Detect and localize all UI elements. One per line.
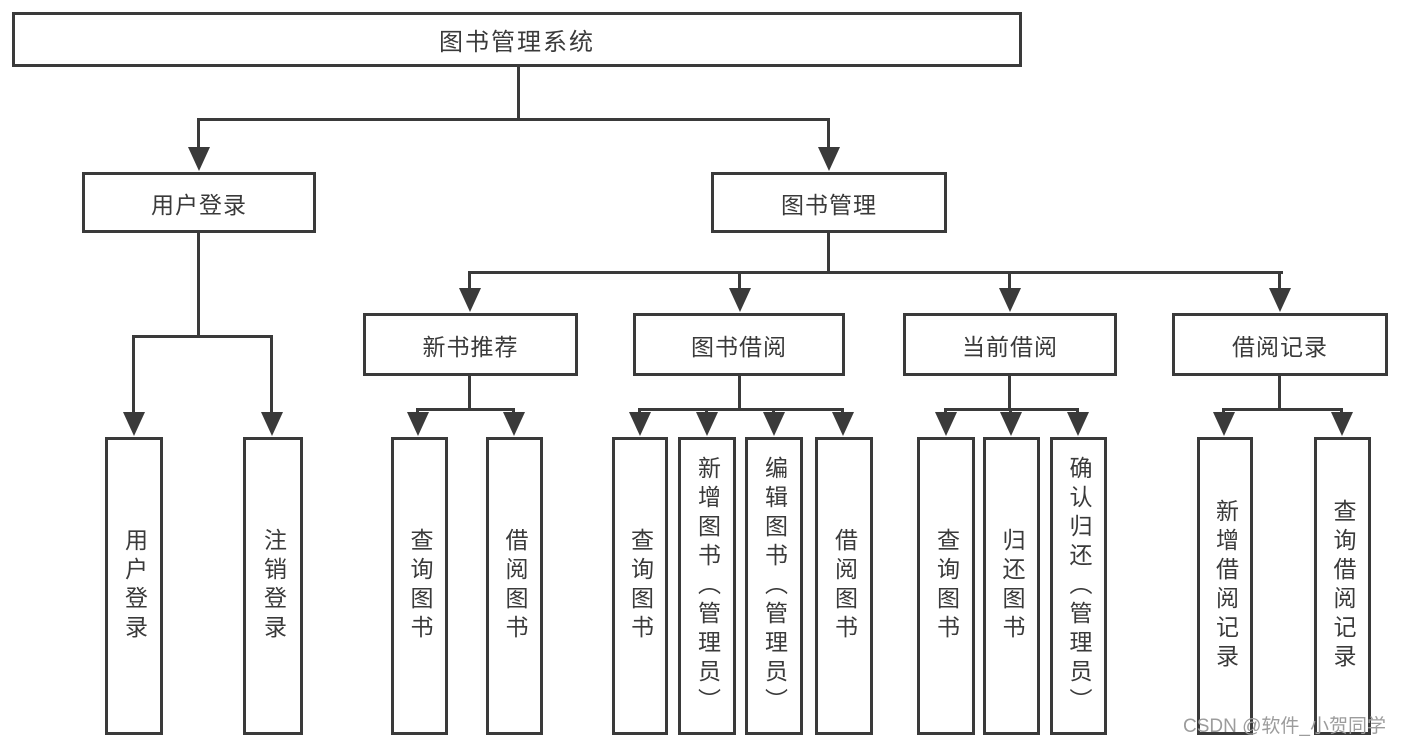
arrowhead-down-icon (818, 147, 840, 171)
leaf-query-books-current: 查询图书 (917, 437, 975, 735)
connector-stem (270, 335, 273, 413)
node-new-book-recommendation: 新书推荐 (363, 313, 578, 376)
node-label: 图书借阅 (691, 333, 787, 360)
leaf-user-login: 用户登录 (105, 437, 163, 735)
arrowhead-down-icon (123, 412, 145, 436)
arrowhead-down-icon (1000, 412, 1022, 436)
connector-stem (772, 408, 775, 413)
connector-stem (1008, 271, 1011, 289)
node-book-management: 图书管理 (711, 172, 947, 233)
connector-user-login-trunk (197, 233, 200, 338)
arrowhead-down-icon (1067, 412, 1089, 436)
leaf-borrow-books: 借阅图书 (815, 437, 873, 735)
connector-stem (1340, 408, 1343, 413)
connector-book-mgmt-trunk (827, 233, 830, 274)
node-library-management-system: 图书管理系统 (12, 12, 1022, 67)
leaf-confirm-return-admin: 确认归还（管理员） (1050, 437, 1107, 735)
connector-stem (1222, 408, 1225, 413)
leaf-add-books-admin: 新增图书（管理员） (678, 437, 736, 735)
connector-stem (197, 118, 200, 148)
connector-stem (1009, 408, 1012, 413)
connector-stem (944, 408, 947, 413)
node-label: 图书管理系统 (439, 29, 595, 56)
arrowhead-down-icon (729, 288, 751, 312)
connector-section-trunk (738, 376, 741, 411)
node-label: 新书推荐 (422, 333, 519, 360)
connector-stem (841, 408, 844, 413)
arrowhead-down-icon (935, 412, 957, 436)
connector-user-login-rail (132, 335, 273, 338)
arrowhead-down-icon (832, 412, 854, 436)
leaf-label: 查询借阅记录 (1330, 499, 1356, 673)
connector-stem (1076, 408, 1079, 413)
leaf-label: 借阅图书 (831, 528, 858, 644)
arrowhead-down-icon (1331, 412, 1353, 436)
leaf-label: 归还图书 (999, 528, 1025, 644)
leaf-label: 确认归还（管理员） (1066, 455, 1092, 717)
arrowhead-down-icon (188, 147, 210, 171)
leaf-label: 新增图书（管理员） (694, 455, 721, 717)
leaf-label: 借阅图书 (502, 528, 528, 644)
arrowhead-down-icon (261, 412, 283, 436)
connector-stem (638, 408, 641, 413)
connector-stem (827, 118, 830, 148)
connector-stem (738, 271, 741, 289)
arrowhead-down-icon (629, 412, 651, 436)
leaf-label: 查询图书 (627, 528, 654, 644)
connector-section-rail (638, 408, 843, 411)
connector-section-trunk (1008, 376, 1011, 411)
arrowhead-down-icon (763, 412, 785, 436)
leaf-add-borrow-record: 新增借阅记录 (1197, 437, 1253, 735)
connector-level1-rail (197, 118, 829, 121)
node-label: 借阅记录 (1232, 333, 1328, 360)
leaf-return-books: 归还图书 (983, 437, 1040, 735)
arrowhead-down-icon (407, 412, 429, 436)
connector-book-mgmt-rail (468, 271, 1283, 274)
node-label: 图书管理 (781, 191, 877, 218)
node-label: 当前借阅 (962, 333, 1058, 360)
arrowhead-down-icon (1269, 288, 1291, 312)
connector-section-trunk (1278, 376, 1281, 411)
connector-stem (468, 271, 471, 289)
connector-stem (416, 408, 419, 413)
connector-root-trunk (517, 67, 520, 118)
leaf-borrow-books-recommend: 借阅图书 (486, 437, 543, 735)
leaf-edit-books-admin: 编辑图书（管理员） (745, 437, 803, 735)
leaf-label: 新增借阅记录 (1212, 499, 1239, 673)
node-user-login: 用户登录 (82, 172, 316, 233)
arrowhead-down-icon (503, 412, 525, 436)
connector-stem (132, 335, 135, 413)
leaf-label: 查询图书 (407, 528, 433, 644)
connector-stem (705, 408, 708, 413)
connector-stem (512, 408, 515, 413)
arrowhead-down-icon (696, 412, 718, 436)
leaf-query-books-recommend: 查询图书 (391, 437, 448, 735)
connector-section-rail (416, 408, 515, 411)
leaf-label: 查询图书 (933, 528, 960, 644)
connector-stem (1278, 271, 1281, 289)
leaf-label: 用户登录 (121, 528, 148, 644)
connector-section-trunk (468, 376, 471, 411)
node-label: 用户登录 (151, 191, 247, 218)
arrowhead-down-icon (459, 288, 481, 312)
arrowhead-down-icon (1213, 412, 1235, 436)
leaf-query-books-borrowing: 查询图书 (612, 437, 668, 735)
leaf-query-borrow-record: 查询借阅记录 (1314, 437, 1371, 735)
leaf-label: 编辑图书（管理员） (761, 455, 788, 717)
node-current-borrowing: 当前借阅 (903, 313, 1117, 376)
arrowhead-down-icon (999, 288, 1021, 312)
node-borrowing-records: 借阅记录 (1172, 313, 1388, 376)
leaf-label: 注销登录 (260, 528, 287, 644)
connector-section-rail (1222, 408, 1343, 411)
csdn-watermark: CSDN @软件_小贺同学 (1183, 716, 1386, 737)
leaf-logout: 注销登录 (243, 437, 303, 735)
node-book-borrowing: 图书借阅 (633, 313, 845, 376)
